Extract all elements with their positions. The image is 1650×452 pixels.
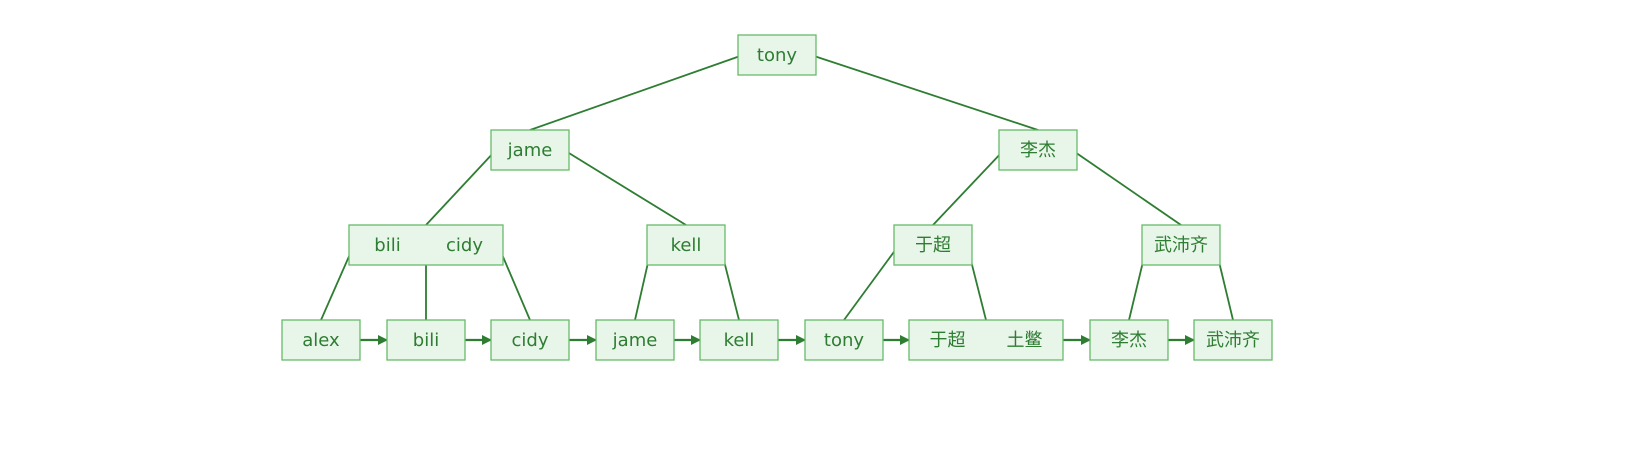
tree-node-l2-b: kell bbox=[646, 224, 726, 266]
node-key-label: 于超 bbox=[930, 330, 966, 351]
node-box bbox=[998, 129, 1078, 171]
node-box bbox=[646, 224, 726, 266]
tree-node-leaf-8: 李杰 bbox=[1089, 319, 1169, 361]
node-key-label: alex bbox=[302, 330, 340, 351]
node-key-label: kell bbox=[671, 235, 702, 256]
node-key-label: 土鳖 bbox=[1007, 330, 1043, 351]
tree-node-leaf-9: 武沛齐 bbox=[1193, 319, 1273, 361]
node-key-label: tony bbox=[757, 45, 797, 66]
node-key-label: tony bbox=[824, 330, 864, 351]
node-key-label: bili bbox=[374, 235, 400, 256]
node-key-label: jame bbox=[612, 330, 658, 351]
node-box bbox=[804, 319, 884, 361]
tree-edge-l1-right-to-l2-d bbox=[1071, 149, 1182, 226]
tree-node-l2-c: 于超 bbox=[893, 224, 973, 266]
node-box bbox=[1193, 319, 1273, 361]
node-key-label: cidy bbox=[446, 235, 483, 256]
tree-node-root: tony bbox=[737, 34, 817, 76]
node-key-label: kell bbox=[724, 330, 755, 351]
tree-edge-l1-right-to-l2-c bbox=[932, 149, 1005, 226]
node-box bbox=[490, 129, 570, 171]
node-box bbox=[1141, 224, 1221, 266]
edges-layer bbox=[320, 54, 1234, 321]
tree-node-leaf-4: jame bbox=[595, 319, 675, 361]
node-box bbox=[595, 319, 675, 361]
tree-node-leaf-7: 于超 土鳖 bbox=[908, 319, 1064, 361]
node-key-label: bili bbox=[413, 330, 439, 351]
tree-node-l1-left: jame bbox=[490, 129, 570, 171]
tree-node-leaf-1: alex bbox=[281, 319, 361, 361]
tree-edge-root-to-l1-left bbox=[529, 54, 744, 131]
node-box bbox=[1089, 319, 1169, 361]
node-box bbox=[281, 319, 361, 361]
tree-edge-l1-left-to-l2-a bbox=[425, 149, 497, 226]
node-box bbox=[893, 224, 973, 266]
tree-edge-l2-c-to-leaf-6 bbox=[843, 244, 900, 321]
node-key-label: 李杰 bbox=[1020, 140, 1056, 161]
node-key-label: cidy bbox=[512, 330, 549, 351]
node-key-label: 武沛齐 bbox=[1206, 330, 1260, 351]
node-key-label: 于超 bbox=[915, 235, 951, 256]
tree-node-l2-a: bili cidy bbox=[348, 224, 504, 266]
tree-node-l1-right: 李杰 bbox=[998, 129, 1078, 171]
node-box bbox=[908, 319, 1064, 361]
node-key-label: jame bbox=[507, 140, 553, 161]
node-key-label: 李杰 bbox=[1111, 330, 1147, 351]
tree-edge-root-to-l1-right bbox=[810, 54, 1039, 131]
tree-node-leaf-6: tony bbox=[804, 319, 884, 361]
node-box bbox=[737, 34, 817, 76]
node-key-label: 武沛齐 bbox=[1154, 235, 1208, 256]
node-box bbox=[699, 319, 779, 361]
tree-node-leaf-5: kell bbox=[699, 319, 779, 361]
tree-edge-l1-left-to-l2-b bbox=[563, 149, 687, 226]
node-box bbox=[348, 224, 504, 266]
node-box bbox=[386, 319, 466, 361]
tree-node-leaf-3: cidy bbox=[490, 319, 570, 361]
tree-node-l2-d: 武沛齐 bbox=[1141, 224, 1221, 266]
tree-node-leaf-2: bili bbox=[386, 319, 466, 361]
node-box bbox=[490, 319, 570, 361]
